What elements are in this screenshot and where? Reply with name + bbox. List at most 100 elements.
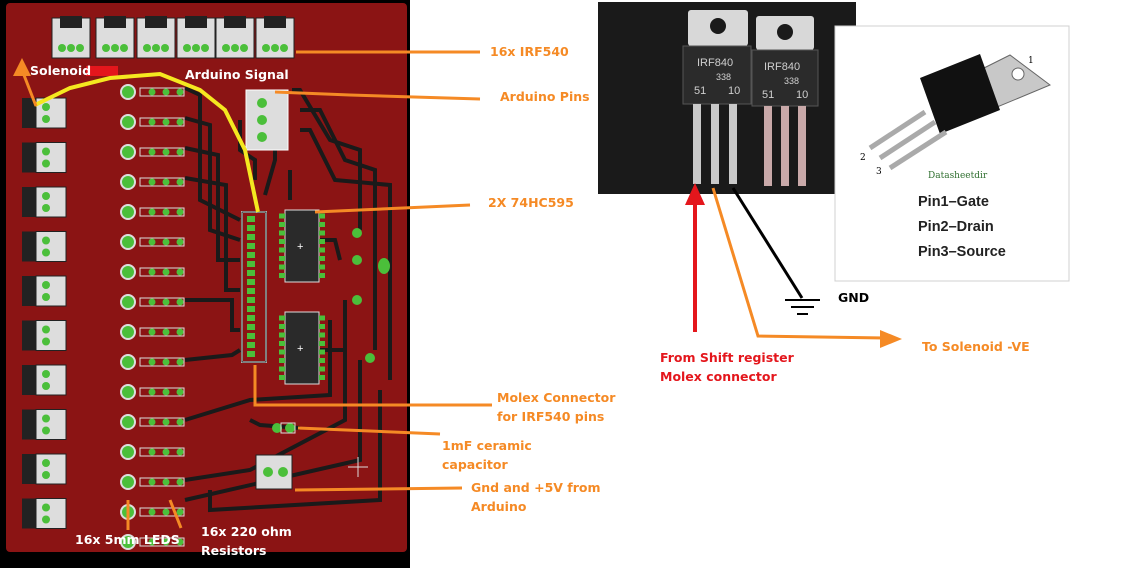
chip-mark-1: + bbox=[297, 241, 303, 253]
resistor-pad bbox=[162, 268, 170, 276]
mosfet-2-label: IRF840 bbox=[764, 61, 800, 73]
resistor-outline bbox=[139, 507, 185, 517]
resistor-pad bbox=[148, 538, 156, 546]
solenoid-arrowhead-right bbox=[880, 330, 902, 348]
solenoid-connector bbox=[22, 453, 67, 485]
chip-pin bbox=[279, 273, 285, 278]
resistor-outline bbox=[139, 177, 185, 187]
mosfet-1-code: 338 bbox=[716, 72, 731, 82]
molex-pin bbox=[247, 288, 255, 294]
chip-mark-2: + bbox=[297, 343, 303, 355]
mosfet-1-label: IRF840 bbox=[697, 57, 733, 69]
molex-pin bbox=[247, 261, 255, 267]
chip-pin bbox=[319, 366, 325, 372]
chip-pin bbox=[279, 324, 285, 329]
solenoid-marker bbox=[86, 66, 118, 76]
pin3-desc: Pin3–Source bbox=[918, 244, 1006, 260]
led-pad bbox=[120, 384, 136, 400]
chip-pin bbox=[319, 349, 325, 355]
mosfet-photo: IRF840 338 51 10 IRF840 338 51 10 bbox=[598, 2, 856, 194]
led-pad bbox=[120, 174, 136, 190]
resistor-pad bbox=[148, 118, 156, 126]
chip-pin bbox=[319, 239, 325, 244]
led-pad bbox=[120, 144, 136, 160]
chip-pin bbox=[279, 332, 285, 338]
solenoid-arrowhead bbox=[13, 58, 31, 76]
resistor-pad bbox=[176, 538, 184, 546]
mosfet-2-num2: 10 bbox=[796, 89, 808, 101]
solenoid-connector bbox=[22, 231, 67, 262]
chip-pin bbox=[279, 349, 285, 355]
molex-pin bbox=[247, 297, 255, 303]
ann-power-1: Gnd and +5V from bbox=[471, 480, 601, 495]
chip-pin bbox=[279, 375, 285, 380]
led-pad bbox=[120, 204, 136, 220]
chip-pin bbox=[279, 213, 285, 219]
resistor-outline bbox=[139, 117, 185, 127]
solenoid-connector bbox=[22, 364, 67, 396]
resistor-pad bbox=[176, 268, 184, 276]
molex-pin bbox=[247, 270, 255, 276]
led-pad bbox=[120, 474, 136, 490]
chip-pin bbox=[279, 247, 285, 253]
resistor-pad bbox=[162, 508, 170, 516]
molex-pin bbox=[247, 333, 255, 339]
resistor-pad bbox=[176, 388, 184, 396]
yellow-wire bbox=[34, 71, 260, 213]
chip-pin bbox=[279, 222, 285, 227]
solenoid-connector bbox=[22, 409, 67, 440]
resistor-outline bbox=[139, 537, 185, 547]
resistor-pad bbox=[148, 358, 156, 366]
gate-arrowhead bbox=[685, 183, 705, 205]
led-pad bbox=[120, 534, 136, 550]
chip-pin bbox=[279, 366, 285, 372]
gnd-symbol bbox=[785, 299, 820, 315]
resistor-pad bbox=[162, 118, 170, 126]
resistor-pad bbox=[162, 388, 170, 396]
molex-connector bbox=[241, 211, 267, 363]
shift-register-2: + bbox=[284, 311, 320, 385]
chip-pins bbox=[247, 213, 325, 380]
resistor-outline bbox=[139, 207, 185, 217]
ann-shift-register: 2X 74HC595 bbox=[488, 195, 574, 210]
resistor-pad bbox=[176, 448, 184, 456]
resistor-outline bbox=[139, 477, 185, 487]
resistor-outline bbox=[139, 357, 185, 367]
pcb-traces bbox=[184, 86, 392, 513]
resistor-pad bbox=[148, 88, 156, 96]
led-pad bbox=[120, 114, 136, 130]
chip-pin bbox=[279, 358, 285, 363]
mosfet-2-num: 51 bbox=[762, 89, 774, 101]
resistor-outline bbox=[139, 447, 185, 457]
resistor-pad bbox=[148, 298, 156, 306]
from-shift-label-1: From Shift register bbox=[660, 350, 795, 365]
ann-power-2: Arduino bbox=[471, 499, 527, 514]
irf540-socket-row bbox=[51, 16, 295, 59]
molex-pin bbox=[247, 216, 255, 222]
shift-register-1: + bbox=[284, 209, 320, 283]
ann-arduino-pins: Arduino Pins bbox=[500, 89, 590, 104]
solenoid-connector bbox=[22, 142, 67, 173]
annotations: 16x IRF540 Arduino Pins 2X 74HC595 Molex… bbox=[442, 44, 616, 514]
gnd-label: GND bbox=[838, 290, 869, 305]
molex-pin bbox=[247, 279, 255, 285]
resistor-pad bbox=[148, 238, 156, 246]
resistor-pad bbox=[162, 478, 170, 486]
resistor-pad bbox=[176, 178, 184, 186]
ann-molex-1: Molex Connector bbox=[497, 390, 616, 405]
resistor-pad bbox=[176, 238, 184, 246]
chip-pin bbox=[319, 273, 325, 278]
resistor-pad bbox=[162, 178, 170, 186]
chip-pin bbox=[279, 315, 285, 321]
chip-pin bbox=[319, 213, 325, 219]
resistor-pad bbox=[148, 148, 156, 156]
pin-number-3: 3 bbox=[876, 167, 882, 177]
chip-pin bbox=[319, 341, 325, 346]
resistor-pad bbox=[148, 448, 156, 456]
resistor-outline bbox=[139, 297, 185, 307]
datasheet-frame bbox=[834, 25, 1070, 282]
resistor-outline bbox=[139, 87, 185, 97]
molex-pin bbox=[247, 342, 255, 348]
resistor-pad bbox=[176, 508, 184, 516]
molex-pin bbox=[247, 243, 255, 249]
